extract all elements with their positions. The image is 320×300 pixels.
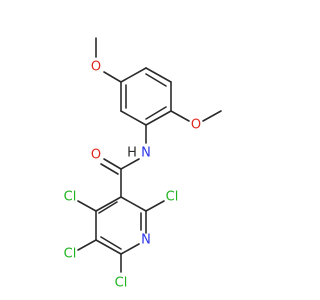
bond-ring-to-o-top — [103, 71, 122, 83]
atom-chlorine-1: Cl — [166, 190, 179, 205]
bond-cl-3 — [77, 239, 97, 251]
bond-py-3 — [95, 239, 122, 255]
bond-py-1 — [95, 196, 122, 212]
bond-cl-1 — [145, 200, 165, 212]
structure-canvas: O O O N H N Cl Cl Cl Cl — [64, 37, 222, 291]
atom-chlorine-2: Cl — [64, 190, 77, 205]
bond-o-right-to-methyl — [202, 110, 222, 122]
bond-ring-a2 — [145, 67, 172, 83]
atom-oxygen-top: O — [91, 60, 101, 75]
atom-oxygen-carbonyl: O — [91, 148, 101, 163]
bond-carbonyl-double-a — [103, 158, 122, 170]
atom-chlorine-4: Cl — [115, 276, 128, 291]
atom-nitrogen-amide: N — [141, 146, 151, 161]
atom-chlorine-3: Cl — [64, 247, 77, 262]
molecule-diagram: O O O N H N Cl Cl Cl Cl — [64, 37, 222, 291]
bond-ring-to-o-right — [170, 110, 190, 122]
bond-ring-a2-double — [145, 73, 167, 87]
atom-hydrogen-amide: H — [127, 146, 137, 161]
atom-oxygen-right: O — [191, 118, 201, 133]
bond-n-to-carbonyl-c — [120, 158, 140, 170]
bond-ring-a5 — [120, 110, 147, 126]
bond-py-4 — [120, 243, 140, 255]
atom-nitrogen-ring: N — [141, 233, 151, 248]
bond-ring-a4-double — [145, 106, 167, 120]
bond-ring-a1 — [120, 67, 147, 83]
bond-carbonyl-double-b — [100, 163, 119, 175]
bond-py-1-double — [98, 201, 118, 214]
bond-ring-a4 — [145, 110, 172, 126]
bond-py-3-double — [100, 236, 122, 250]
bond-cl-2 — [77, 200, 97, 212]
bond-py-6 — [120, 196, 147, 212]
